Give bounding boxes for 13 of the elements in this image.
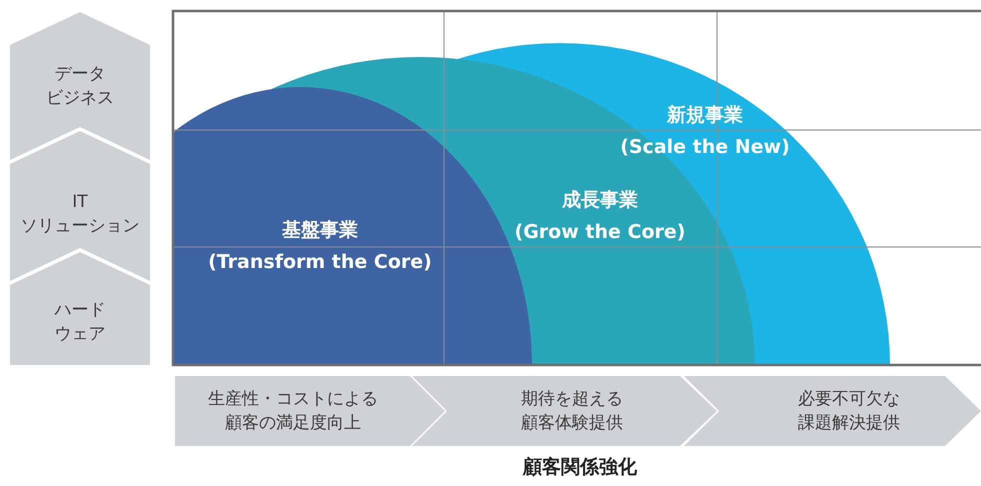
category-label: ハードウェア bbox=[54, 299, 106, 346]
segment-subtitle: (Grow the Core) bbox=[514, 220, 686, 245]
category-label: ITソリューション bbox=[20, 191, 140, 238]
category-label: 期待を超える顧客体験提供 bbox=[521, 388, 623, 435]
segment-title: 成長事業 bbox=[562, 188, 638, 213]
segment-subtitle: (Scale the New) bbox=[620, 135, 790, 160]
segment-title: 新規事業 bbox=[667, 103, 743, 128]
category-label: 生産性・コストによる顧客の満足度向上 bbox=[208, 388, 378, 435]
axis-title: 顧客関係強化 bbox=[523, 455, 637, 479]
segment-subtitle: (Transform the Core) bbox=[208, 250, 432, 275]
category-label: データビジネス bbox=[46, 63, 114, 110]
segment-title: 基盤事業 bbox=[282, 218, 358, 243]
category-label: 必要不可欠な課題解決提供 bbox=[798, 388, 900, 435]
